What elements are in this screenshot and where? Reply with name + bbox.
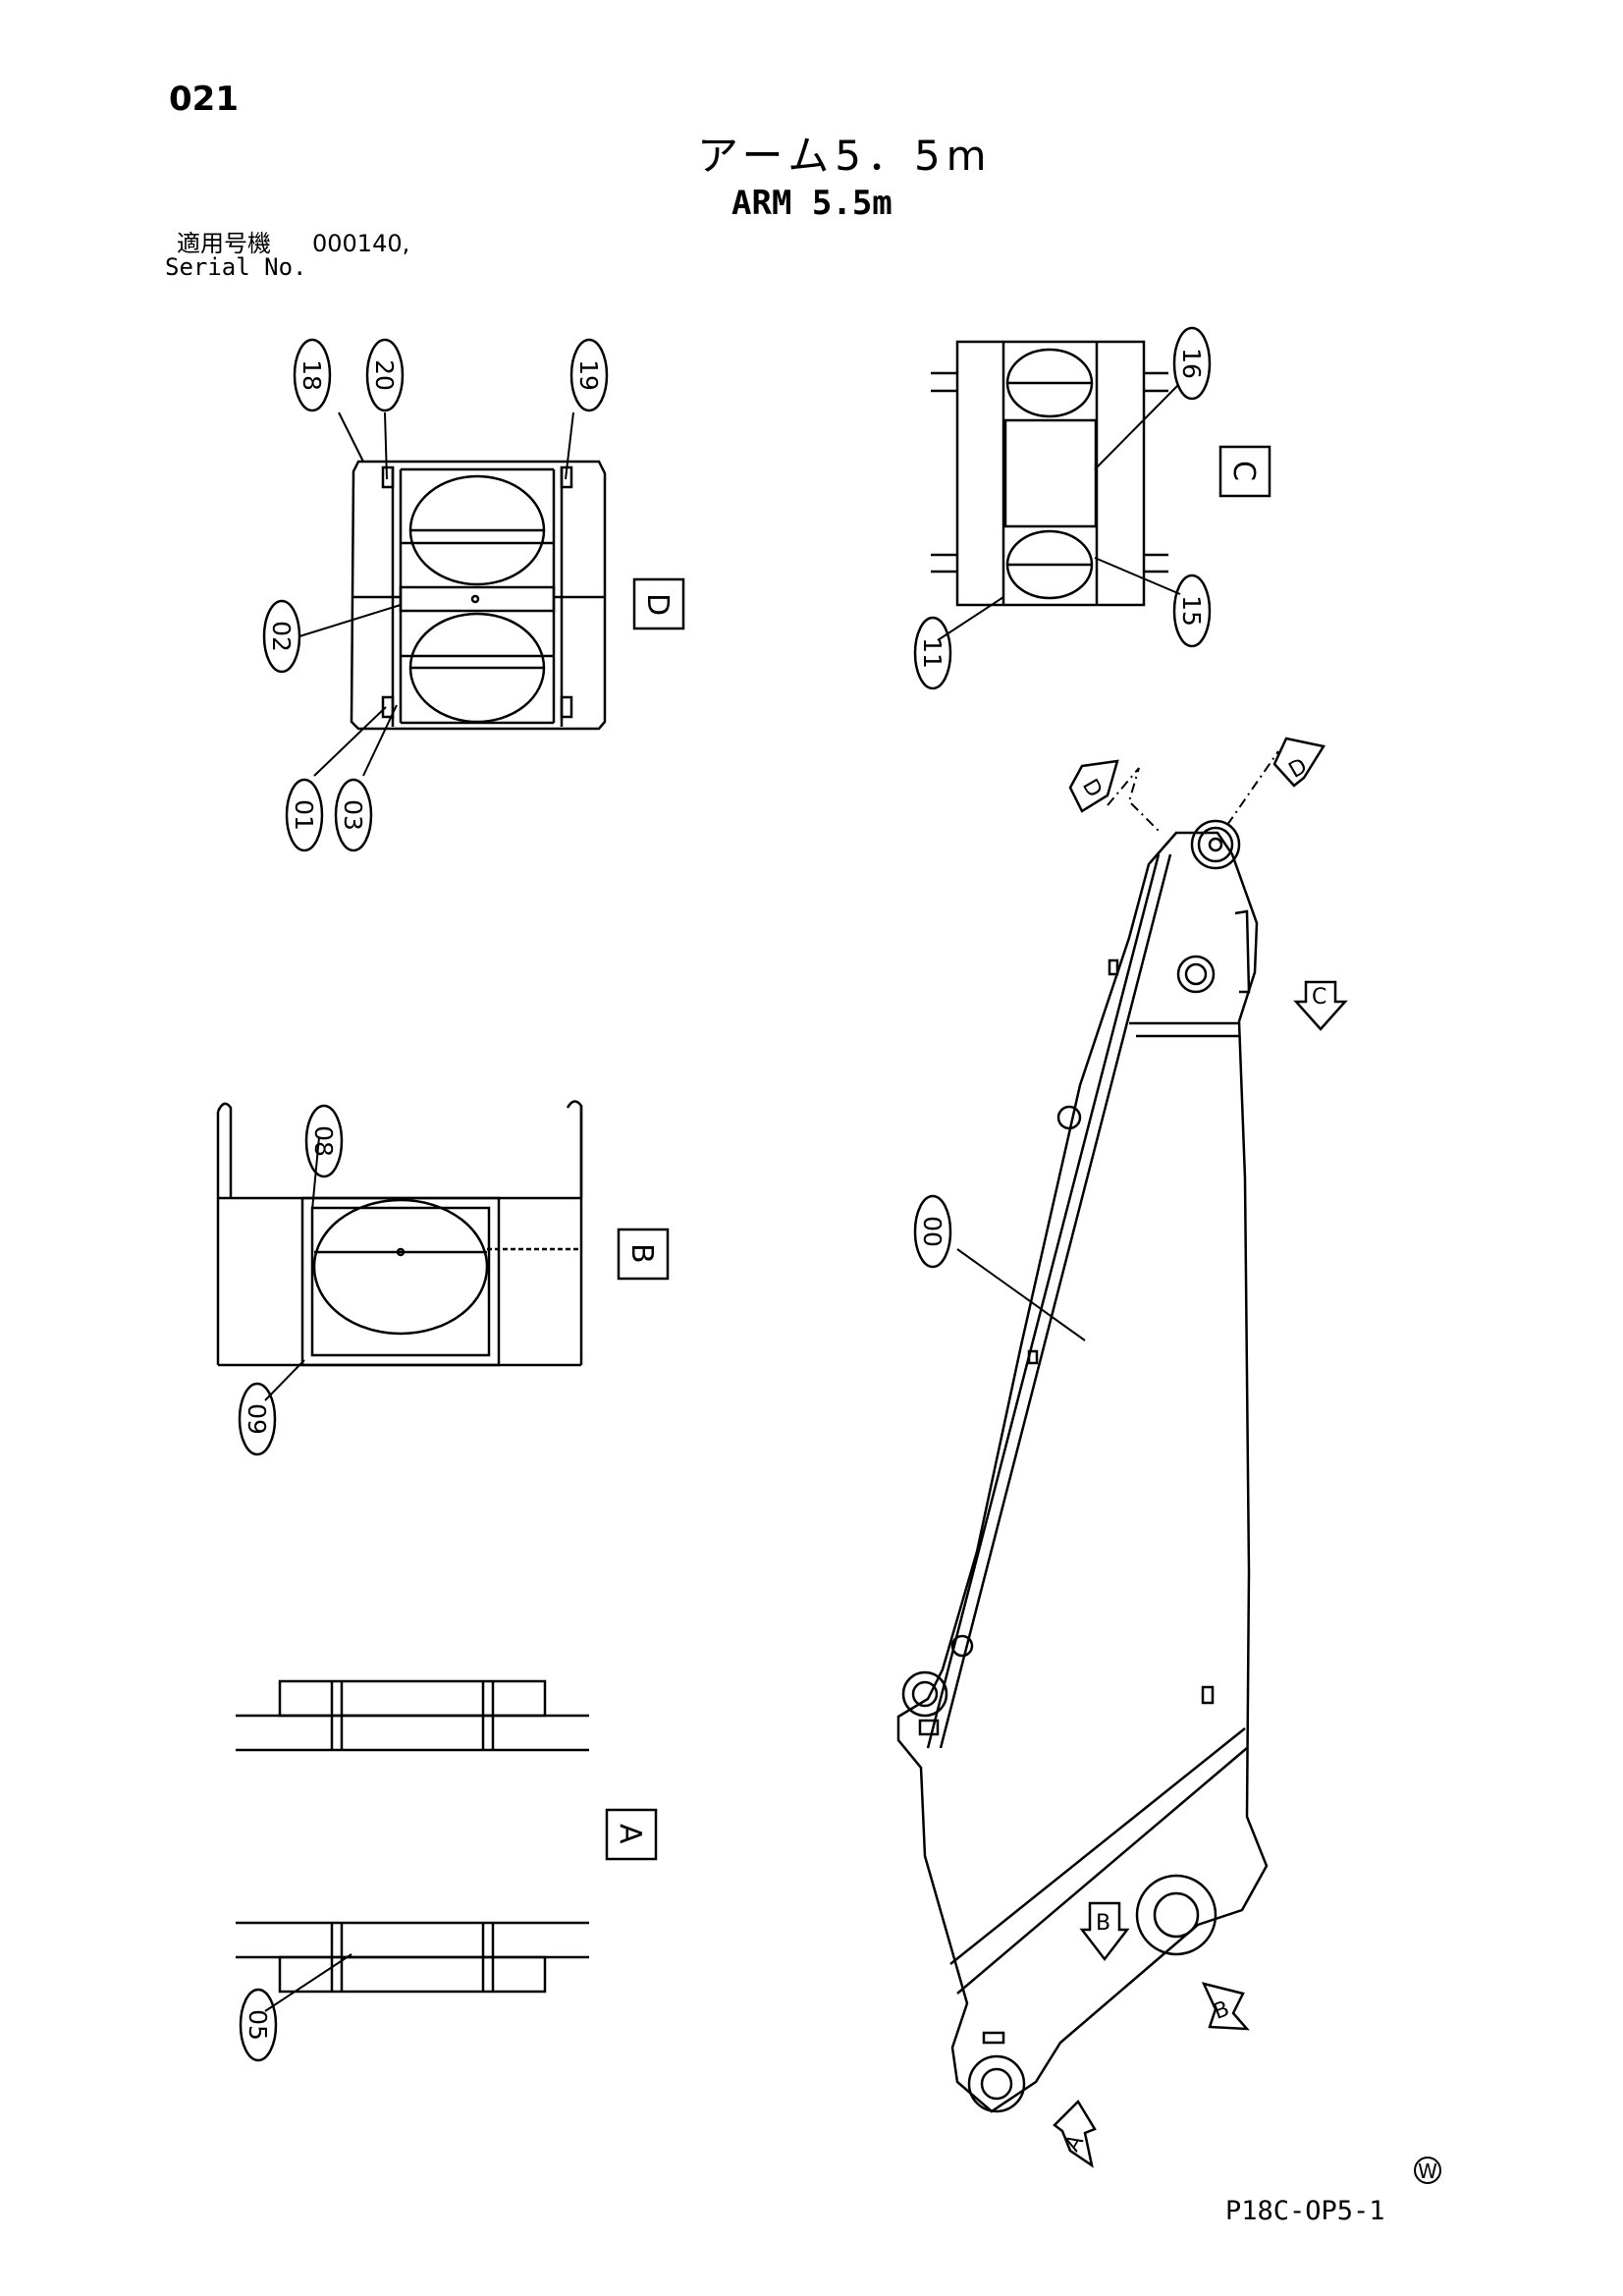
view-arrows — [1053, 737, 1348, 2168]
arrow-c — [1293, 980, 1348, 1031]
view-c-section — [931, 340, 1168, 607]
arrow-d-left — [1068, 759, 1119, 813]
view-box-d-letter: D — [640, 593, 675, 616]
arrow-a — [1053, 2099, 1097, 2168]
document-code: P18C-OP5-1 — [1225, 2196, 1385, 2226]
view-boxes — [605, 445, 1271, 1861]
view-d-section — [350, 460, 607, 731]
balloon-01 — [285, 778, 324, 852]
balloon-19 — [569, 338, 609, 412]
part-number-11: 11 — [918, 637, 947, 669]
part-balloons — [238, 326, 1212, 2062]
view-box-b-letter: B — [624, 1243, 659, 1264]
balloon-05 — [239, 1988, 278, 2062]
part-number-01: 01 — [290, 799, 318, 831]
balloon-00 — [913, 1194, 952, 1269]
arrow-b-upper-letter: B — [1096, 1911, 1110, 1936]
balloon-18 — [293, 338, 332, 412]
arm-main-body — [896, 819, 1269, 2113]
view-box-a-letter: A — [613, 1824, 647, 1844]
part-number-09: 09 — [243, 1403, 271, 1435]
balloon-11 — [913, 616, 952, 690]
section-cut-lines — [1107, 750, 1279, 834]
part-number-05: 05 — [243, 2009, 272, 2041]
arrow-b-upper — [1079, 1901, 1130, 1962]
part-number-15: 15 — [1177, 595, 1206, 627]
balloon-09 — [238, 1382, 277, 1456]
view-a-section — [236, 1679, 589, 1994]
balloon-15 — [1172, 574, 1212, 648]
part-number-00: 00 — [918, 1216, 947, 1247]
w-stamp-letter: W — [1418, 2159, 1437, 2183]
balloon-20 — [365, 338, 405, 412]
view-b-section — [216, 1100, 583, 1367]
view-box-d — [632, 577, 685, 630]
arrow-d-right — [1272, 737, 1326, 788]
arrow-c-letter: C — [1312, 985, 1326, 1010]
balloon-16 — [1172, 326, 1212, 401]
page-number: 021 — [169, 80, 239, 119]
view-box-c-letter: C — [1226, 461, 1261, 481]
title-english: ARM 5.5m — [731, 184, 893, 223]
part-number-19: 19 — [574, 359, 603, 391]
balloon-03 — [334, 778, 373, 852]
part-number-08: 08 — [309, 1125, 338, 1157]
part-number-20: 20 — [370, 359, 399, 391]
view-box-b — [617, 1228, 670, 1281]
w-stamp-circle — [1414, 2157, 1441, 2184]
part-number-18: 18 — [298, 359, 326, 391]
arrow-b-lower — [1201, 1982, 1250, 2031]
part-numbers: 18 20 19 02 01 03 16 15 11 08 09 05 00 — [243, 348, 1206, 2041]
balloon-02 — [262, 599, 301, 674]
balloon-08 — [304, 1104, 344, 1178]
view-box-c — [1218, 445, 1271, 498]
view-box-letters: D C B A — [613, 461, 1261, 1844]
view-box-a — [605, 1808, 658, 1861]
part-number-16: 16 — [1177, 348, 1206, 379]
part-number-03: 03 — [339, 799, 367, 831]
title-japanese: アーム5．5m — [697, 132, 993, 180]
serial-label-english: Serial No. — [165, 253, 307, 281]
part-number-02: 02 — [267, 621, 296, 652]
leader-lines — [264, 384, 1181, 2012]
serial-label-japanese: 適用号機 — [177, 230, 271, 257]
serial-value: 000140, — [312, 230, 410, 257]
